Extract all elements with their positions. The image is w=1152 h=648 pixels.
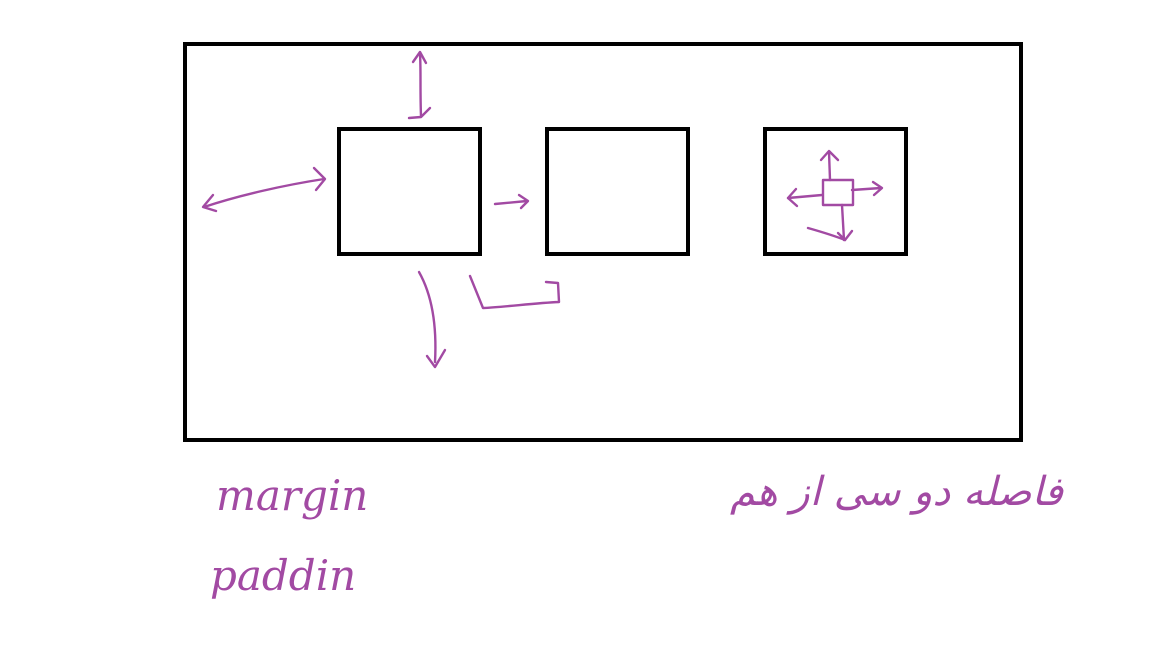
padding-arrows-icon	[786, 149, 884, 242]
inner-box-2	[545, 127, 690, 256]
left-margin-arrow	[201, 166, 327, 213]
padding-label: paddin	[210, 551, 356, 600]
gap-bracket	[468, 274, 561, 310]
bottom-margin-arrow	[417, 270, 447, 369]
margin-label: margin	[216, 471, 368, 520]
outer-container-box	[183, 42, 1023, 442]
inner-box-3	[763, 127, 908, 256]
persian-note: فاصله دو سی از هم	[730, 469, 1064, 515]
inner-box-1	[337, 127, 482, 256]
gap-arrow	[493, 193, 530, 210]
top-margin-arrow	[407, 50, 432, 120]
